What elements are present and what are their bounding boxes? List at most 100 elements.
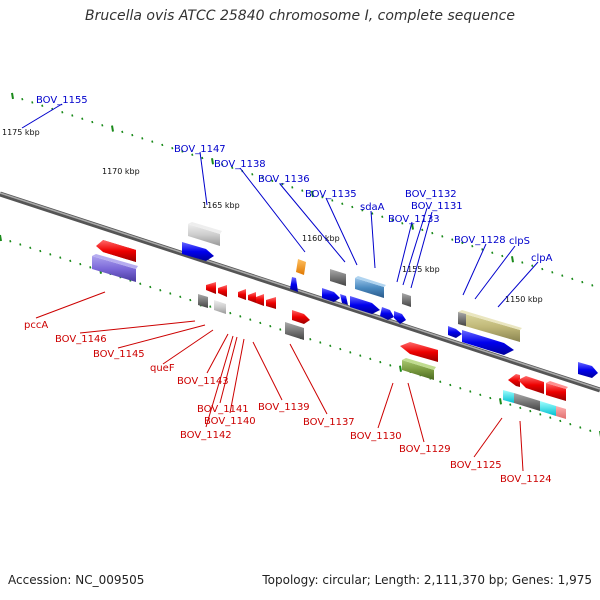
tick-mark xyxy=(541,267,544,271)
gene-blue-edge xyxy=(578,362,598,378)
tick-mark xyxy=(259,321,262,325)
gene-blue-small xyxy=(290,277,298,292)
tick-mark xyxy=(571,277,574,281)
tick-mark xyxy=(329,344,332,348)
gene-label: BOV_1124 xyxy=(500,474,552,485)
gene-label: BOV_1133 xyxy=(388,214,440,225)
tick-mark xyxy=(301,189,304,192)
tick-mark xyxy=(81,117,84,121)
tick-mark xyxy=(509,403,512,406)
tick-mark xyxy=(149,285,152,289)
tick-mark xyxy=(501,254,504,258)
tick-mark xyxy=(459,387,462,390)
tick-mark xyxy=(39,249,42,253)
gene-pink-1 xyxy=(556,406,566,419)
gene-label: BOV_1147 xyxy=(174,144,226,155)
gene-bov-1147-arrow xyxy=(182,242,214,261)
gene-label: BOV_1140 xyxy=(204,416,256,427)
gene-label: BOV_1131 xyxy=(411,201,463,212)
tick-mark xyxy=(189,298,192,302)
scale-label: 1165 kbp xyxy=(202,201,240,210)
tick-mark xyxy=(311,190,314,198)
tick-mark xyxy=(101,124,104,127)
tick-mark xyxy=(261,176,264,179)
scale-label: 1155 kbp xyxy=(402,265,440,274)
tick-mark xyxy=(469,390,472,393)
gene-bov-1129-bar xyxy=(402,360,434,380)
gene-blue-arrow-4 xyxy=(394,311,406,324)
gene-grey-forward-top xyxy=(188,222,222,234)
tick-mark xyxy=(91,120,94,124)
tick-mark xyxy=(231,166,234,170)
gene-red-arrow-7 xyxy=(508,374,520,387)
gene-label: BOV_1129 xyxy=(399,444,451,455)
scale-label: 1175 kbp xyxy=(2,128,40,137)
tick-mark xyxy=(569,422,572,426)
tick-mark xyxy=(19,243,22,246)
gene-cyan-1 xyxy=(503,390,514,403)
tick-mark xyxy=(249,318,252,321)
tick-mark xyxy=(581,280,584,284)
gene-features xyxy=(92,222,598,419)
gene-label: pccA xyxy=(24,320,48,331)
gene-quef-arrow xyxy=(206,282,216,294)
gene-grey-forward-2 xyxy=(330,269,346,286)
tick-mark xyxy=(521,261,524,264)
gene-blue-arrow-2 xyxy=(340,294,348,305)
tick-mark xyxy=(179,295,182,299)
tick-mark xyxy=(131,133,134,137)
tick-mark xyxy=(591,284,594,287)
tick-mark xyxy=(421,228,424,232)
gene-red-arrow-6 xyxy=(266,297,276,309)
tick-mark xyxy=(271,179,274,183)
gene-label: BOV_1143 xyxy=(177,376,229,387)
tick-mark xyxy=(361,209,364,212)
tick-mark xyxy=(69,259,72,263)
tick-mark xyxy=(349,351,352,354)
tick-mark xyxy=(151,140,154,143)
gene-bov-1125-arrow xyxy=(518,376,544,394)
gene-label: sdaA xyxy=(360,202,385,213)
tick-mark xyxy=(331,199,334,202)
gene-pcca-top xyxy=(92,254,138,269)
tick-mark xyxy=(439,380,442,383)
tick-mark xyxy=(529,409,532,413)
tick-mark xyxy=(481,248,484,251)
tick-mark xyxy=(139,282,142,285)
tick-mark xyxy=(141,137,144,140)
tick-mark xyxy=(281,182,284,186)
gene-label: BOV_1142 xyxy=(180,430,232,441)
tick-mark xyxy=(171,146,174,150)
tick-mark xyxy=(211,158,214,165)
gene-label: BOV_1136 xyxy=(258,174,310,185)
tick-mark xyxy=(451,238,454,241)
tick-mark xyxy=(411,223,414,230)
gene-grey-small-1 xyxy=(198,294,208,308)
gene-bov-1128-top xyxy=(458,310,522,330)
tick-mark xyxy=(369,357,372,361)
tick-mark xyxy=(399,365,402,372)
map-title: Brucella ovis ATCC 25840 chromosome I, c… xyxy=(85,8,515,24)
tick-mark xyxy=(191,153,194,156)
gene-orange xyxy=(296,259,306,275)
tick-mark xyxy=(89,266,92,269)
tick-mark xyxy=(309,338,312,341)
tick-mark xyxy=(559,419,562,423)
tick-mark xyxy=(379,360,382,364)
scale-label: 1160 kbp xyxy=(302,234,340,243)
tick-mark xyxy=(431,231,434,235)
chromosome-backbone xyxy=(0,191,600,393)
tick-mark xyxy=(71,114,74,117)
gene-label: clpS xyxy=(509,236,530,247)
tick-mark xyxy=(449,383,452,387)
tick-mark xyxy=(11,92,14,100)
gene-sdaa-bar xyxy=(355,278,384,298)
tick-mark xyxy=(201,156,204,160)
tick-mark xyxy=(79,262,82,266)
gene-red-arrow-5 xyxy=(256,294,264,306)
gene-bov-1146-arrow xyxy=(96,240,136,262)
gene-grey-end xyxy=(458,312,466,326)
gene-sdaa-top xyxy=(355,276,386,287)
tick-mark xyxy=(401,222,404,225)
